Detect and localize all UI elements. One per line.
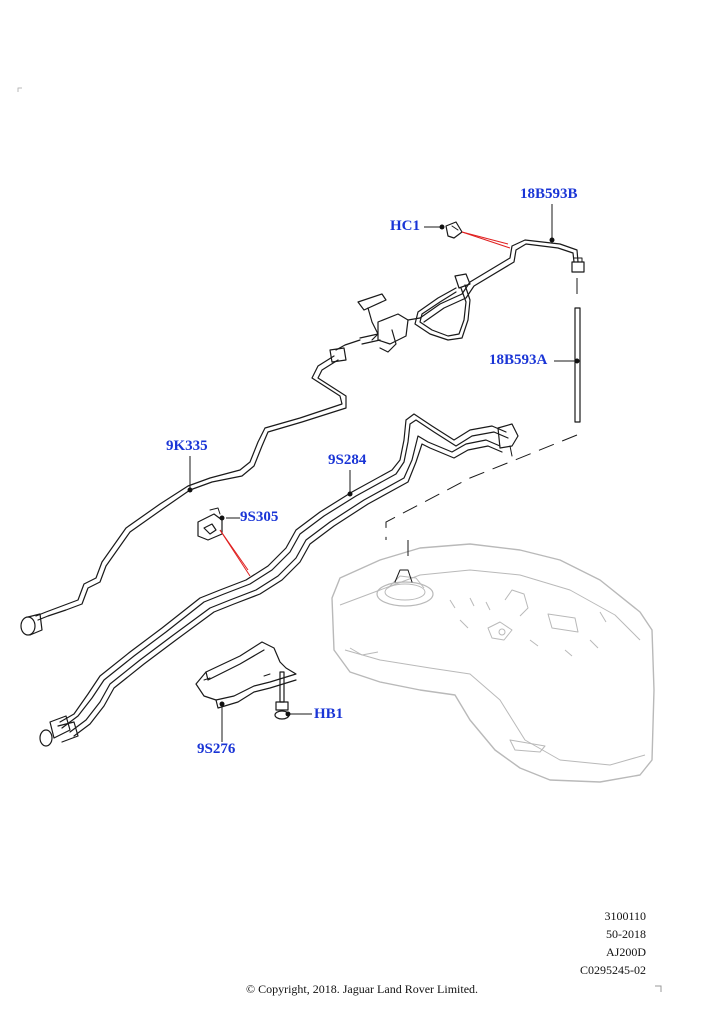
- callout-hc1[interactable]: HC1: [390, 218, 420, 234]
- line-18b593b: [414, 239, 585, 341]
- callout-9s305[interactable]: 9S305: [240, 509, 279, 525]
- copyright-notice: © Copyright, 2018. Jaguar Land Rover Lim…: [245, 982, 479, 996]
- callout-9s276[interactable]: 9S276: [197, 741, 236, 757]
- line-9s284: [39, 413, 519, 747]
- corner-mark: [17, 87, 22, 92]
- corner-mark-bottom: [655, 985, 662, 992]
- meta-line-1: 3100110: [604, 909, 646, 923]
- callout-9k335[interactable]: 9K335: [166, 438, 208, 454]
- leader-lines: [187, 204, 580, 742]
- hose-18b593a: [574, 307, 581, 423]
- clip-9s305: [197, 507, 223, 541]
- callout-18b593a[interactable]: 18B593A: [489, 352, 548, 368]
- fuel-tank: [331, 543, 655, 783]
- clip-hc1: [445, 221, 463, 239]
- valve-assembly: [329, 293, 421, 363]
- line-9k335: [20, 355, 347, 636]
- meta-line-3: AJ200D: [605, 945, 646, 959]
- heat-shield-9s276: [195, 641, 297, 709]
- callout-18b593b[interactable]: 18B593B: [520, 186, 578, 202]
- callout-9s284[interactable]: 9S284: [328, 452, 367, 468]
- meta-line-2: 50-2018: [606, 927, 646, 941]
- meta-line-4: C0295245-02: [580, 963, 646, 977]
- diagram-meta: 3100110 50-2018 AJ200D C0295245-02: [560, 907, 646, 979]
- red-pointers: [219, 231, 511, 577]
- connection-dashes: [385, 278, 578, 560]
- callout-hb1[interactable]: HB1: [314, 706, 344, 722]
